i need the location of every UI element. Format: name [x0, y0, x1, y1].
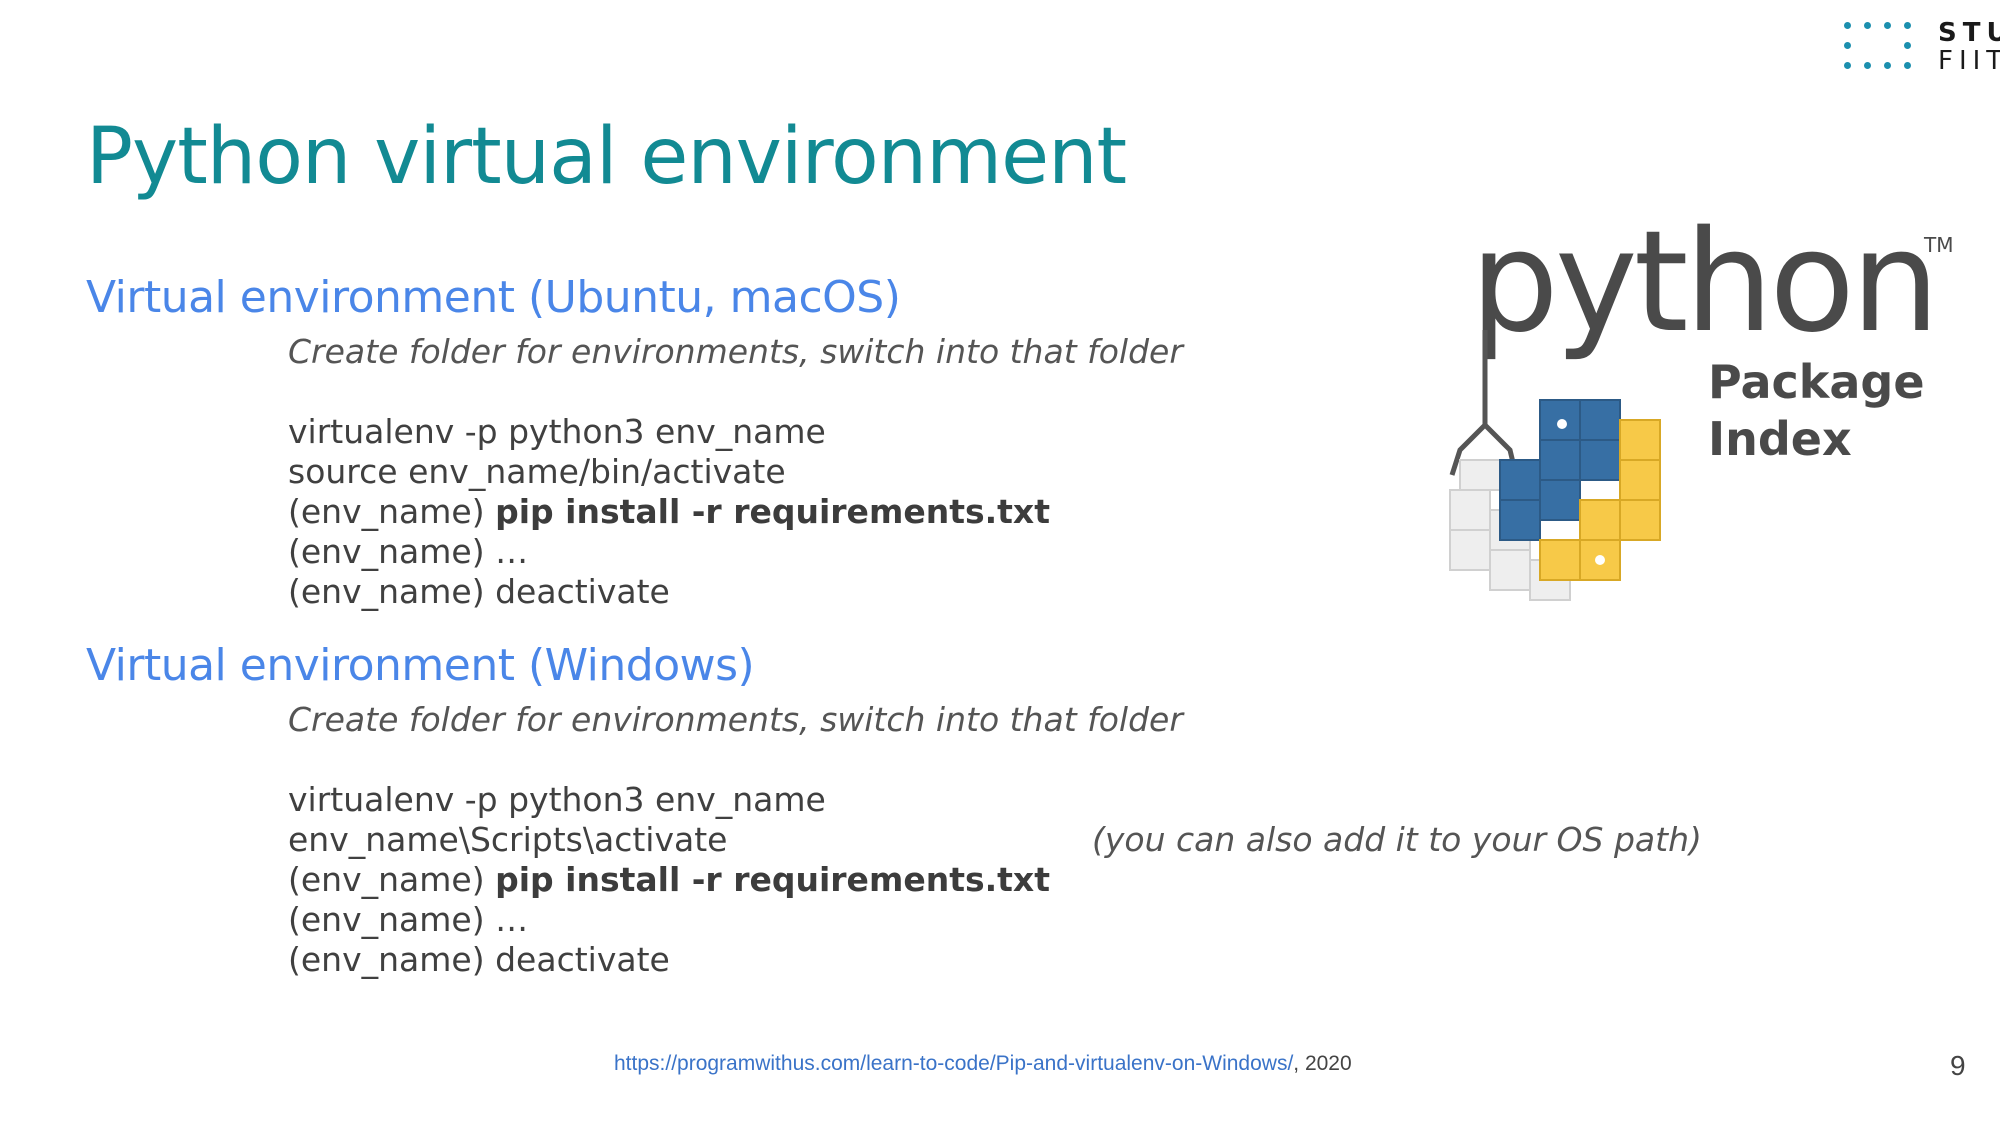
command-line: (env_name) deactivate — [288, 572, 1183, 612]
install-command: pip install -r requirements.txt — [495, 492, 1050, 531]
install-command: pip install -r requirements.txt — [495, 860, 1050, 899]
command-line: (env_name) … — [288, 900, 1183, 940]
page-number: 9 — [1950, 1050, 1966, 1081]
env-prefix: (env_name) — [288, 860, 485, 899]
stu-fiit-logo: STU FIIT — [1840, 16, 2000, 76]
command-line: source env_name/bin/activate — [288, 452, 786, 491]
ellipsis: … — [495, 532, 529, 571]
env-prefix: (env_name) — [288, 492, 485, 531]
command-line: (env_name) pip install -r requirements.t… — [288, 492, 1183, 532]
command-line: virtualenv -p python3 env_name — [288, 780, 826, 819]
logo-line2: FIIT — [1938, 46, 2000, 76]
env-prefix: (env_name) — [288, 572, 485, 611]
command-line: env_name\Scripts\activate — [288, 820, 728, 859]
section-heading-windows: Virtual environment (Windows) — [86, 640, 755, 691]
command-line: (env_name) pip install -r requirements.t… — [288, 860, 1183, 900]
source-link[interactable]: https://programwithus.com/learn-to-code/… — [614, 1052, 1294, 1075]
path-side-note: (you can also add it to your OS path) — [1092, 820, 1702, 859]
section-note: Create folder for environments, switch i… — [288, 700, 1183, 739]
command-line: (env_name) … — [288, 532, 1183, 572]
env-prefix: (env_name) — [288, 900, 485, 939]
pypi-word: python — [1470, 210, 1936, 364]
deactivate-command: deactivate — [495, 940, 670, 979]
section-note: Create folder for environments, switch i… — [288, 332, 1183, 371]
logo-line1: STU — [1938, 18, 2000, 48]
section-body-windows: Create folder for environments, switch i… — [288, 700, 1183, 980]
pypi-logo: python TM Package Index — [1449, 210, 1953, 601]
ellipsis: … — [495, 900, 529, 939]
footer-source: https://programwithus.com/learn-to-code/… — [614, 1052, 1352, 1076]
section-heading-ubuntu: Virtual environment (Ubuntu, macOS) — [86, 272, 901, 323]
yellow-cubes-icon — [1539, 419, 1661, 581]
command-line: virtualenv -p python3 env_name — [288, 412, 826, 451]
source-year: , 2020 — [1293, 1052, 1352, 1075]
command-line: (env_name) deactivate — [288, 940, 1183, 980]
pypi-package: Package — [1708, 355, 1925, 409]
pypi-tm: TM — [1923, 233, 1953, 257]
deactivate-command: deactivate — [495, 572, 670, 611]
env-prefix: (env_name) — [288, 940, 485, 979]
env-prefix: (env_name) — [288, 532, 485, 571]
section-body-ubuntu: Create folder for environments, switch i… — [288, 332, 1183, 612]
slide-title: Python virtual environment — [86, 112, 1127, 202]
pypi-index: Index — [1708, 412, 1852, 466]
logo-dots-icon — [1840, 16, 1928, 72]
